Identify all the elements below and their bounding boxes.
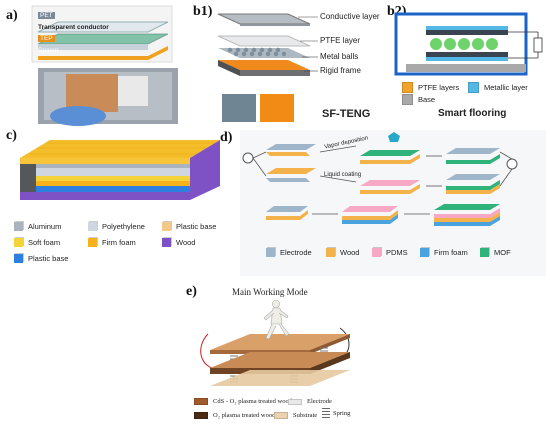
legend-d-wood-label: Wood <box>340 248 360 257</box>
legend-aluminum: Aluminum <box>14 222 61 231</box>
panel-e: CdS - O₂ plasma treated wood Electrode O… <box>190 298 360 428</box>
panel-label-a: a) <box>6 8 18 23</box>
legend-soft-foam-label: Soft foam <box>28 238 61 247</box>
layer-label-spacer: Spacer <box>38 47 59 54</box>
swatch-o2-wood <box>194 412 208 419</box>
swatch-mof <box>480 248 489 257</box>
legend-electrode: Electrode <box>266 248 312 257</box>
legend-cds-wood: CdS - O₂ plasma treated wood <box>194 398 292 405</box>
legend-pdms: PDMS <box>372 248 408 257</box>
legend-soft-foam: Soft foam <box>14 238 60 247</box>
panel-a: PET Transparent conductor TEP Spacer <box>28 4 188 126</box>
floor-walker-illustration <box>200 299 350 386</box>
legend-aluminum-label: Aluminum <box>28 222 62 231</box>
legend-o2-wood-label: O₂ plasma treated wood <box>213 412 276 419</box>
panel-b2: PTFE layers Metallic layer Base Smart fl… <box>392 8 544 126</box>
legend-plastic-base-blue: Plastic base <box>14 254 68 263</box>
legend-ptfe-label: PTFE layers <box>418 83 460 92</box>
swatch-firm-foam <box>88 238 97 247</box>
swatch-cds-wood <box>194 398 208 405</box>
panel-b1: Conductive layer PTFE layer Metal balls … <box>200 4 390 128</box>
floor-tile-illustration <box>20 140 220 200</box>
legend-plastic-base-light: Plastic base <box>162 222 216 231</box>
legend-firm-foam: Firm foam <box>88 238 136 247</box>
spring-icon <box>322 408 330 418</box>
label-rigid-frame: Rigid frame <box>320 66 361 75</box>
swatch-plastic-base-light <box>162 222 171 231</box>
legend-substrate: Substrate <box>274 412 317 419</box>
legend-polyethylene-label: Polyethylene <box>102 222 145 231</box>
sf-teng-leader-lines <box>298 16 318 72</box>
legend-substrate-label: Substrate <box>293 412 318 419</box>
legend-o2-wood: O₂ plasma treated wood <box>194 412 275 419</box>
label-ptfe-layer: PTFE layer <box>320 36 361 45</box>
legend-mof: MOF <box>480 248 511 257</box>
panel-e-title: Main Working Mode <box>232 287 308 297</box>
legend-metallic-label: Metallic layer <box>484 83 528 92</box>
legend-base: Base <box>402 94 435 105</box>
legend-ptfe-layers: PTFE layers <box>402 82 459 93</box>
swatch-d-firm-foam <box>420 248 429 257</box>
swatch-aluminum <box>14 222 23 231</box>
fabrication-process-illustration <box>242 132 518 226</box>
layer-label-conductor: Transparent conductor <box>38 24 109 31</box>
legend-plastic-base-blue-label: Plastic base <box>28 254 69 263</box>
swatch-ptfe <box>402 82 413 93</box>
panel-label-d: d) <box>220 130 233 145</box>
swatch-polyethylene <box>88 222 97 231</box>
legend-polyethylene: Polyethylene <box>88 222 145 231</box>
legend-e-electrode: Electrode <box>288 398 332 405</box>
legend-spring: Spring <box>322 408 350 418</box>
panel-c: Aluminum Polyethylene Plastic base Soft … <box>10 134 222 274</box>
legend-wood-label: Wood <box>176 238 196 247</box>
swatch-substrate <box>274 412 288 419</box>
swatch-base <box>402 94 413 105</box>
legend-wood: Wood <box>162 238 195 247</box>
swatch-wood <box>162 238 171 247</box>
sf-teng-caption: SF-TENG <box>322 108 371 120</box>
legend-metallic-layer: Metallic layer <box>468 82 528 93</box>
legend-d-wood: Wood <box>326 248 359 257</box>
swatch-plastic-base-blue <box>14 254 23 263</box>
label-metal-balls: Metal balls <box>320 52 359 61</box>
legend-firm-foam-label: Firm foam <box>102 238 136 247</box>
legend-d-firm-foam-label: Firm foam <box>434 248 468 257</box>
swatch-e-electrode <box>288 398 302 405</box>
swatch-electrode <box>266 248 275 257</box>
sf-teng-stack-illustration <box>217 13 311 76</box>
panel-label-e: e) <box>186 284 197 299</box>
legend-mof-label: MOF <box>494 248 511 257</box>
legend-d-firm-foam: Firm foam <box>420 248 468 257</box>
sf-teng-material-photos <box>222 94 294 122</box>
swatch-d-wood <box>326 248 335 257</box>
smart-flooring-caption: Smart flooring <box>438 108 507 119</box>
smart-flooring-illustration <box>394 12 543 76</box>
layer-label-tep: TEP <box>38 35 55 42</box>
label-conductive-layer: Conductive layer <box>320 12 380 21</box>
panel-label-b1: b1) <box>193 4 213 19</box>
legend-e-electrode-label: Electrode <box>307 398 332 405</box>
panel-label-c: c) <box>6 128 17 143</box>
legend-spring-label: Spring <box>333 409 351 417</box>
swatch-metallic <box>468 82 479 93</box>
swatch-pdms <box>372 248 381 257</box>
legend-plastic-base-light-label: Plastic base <box>176 222 217 231</box>
legend-base-label: Base <box>418 95 436 104</box>
swatch-soft-foam <box>14 238 23 247</box>
step-liquid-coating: Liquid coating <box>324 172 362 178</box>
panel-a-photo <box>38 68 178 126</box>
legend-pdms-label: PDMS <box>386 248 408 257</box>
legend-electrode-label: Electrode <box>280 248 312 257</box>
layer-label-pet: PET <box>38 12 55 19</box>
panel-d: Vapor deposition Liquid coating Electrod… <box>240 130 546 276</box>
legend-cds-wood-label: CdS - O₂ plasma treated wood <box>213 398 292 405</box>
